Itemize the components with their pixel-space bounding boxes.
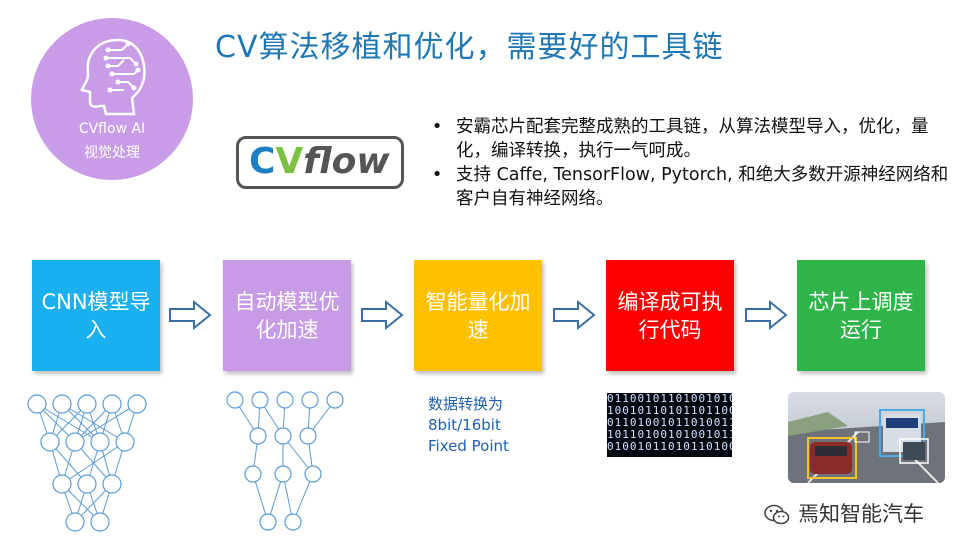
step-auto-optimize: 自动模型优化加速 [223, 260, 351, 371]
cvflow-logo: CVflow [236, 136, 404, 189]
note-line: 数据转换为 [428, 395, 504, 413]
arrow-right-icon [361, 300, 404, 330]
bullet-item: • 支持 Caffe, TensorFlow, Pytorch, 和绝大多数开源… [430, 163, 950, 211]
binary-line: 10010110101101100 [607, 404, 732, 417]
arrow-right-icon [745, 300, 788, 330]
wechat-icon [764, 504, 790, 525]
binary-line: 10110100101001011 [607, 428, 732, 441]
watermark: 焉知智能汽车 [764, 498, 924, 528]
binary-line: 01001011010110100 [607, 440, 732, 453]
bullet-text: 支持 Caffe, TensorFlow, Pytorch, 和绝大多数开源神经… [456, 165, 949, 209]
full-neural-network-diagram [27, 394, 147, 532]
bullet-dot: • [432, 117, 443, 137]
quantization-note: 数据转换为 8bit/16bit Fixed Point [428, 394, 509, 457]
pruned-neural-network-diagram [226, 391, 344, 531]
step-quantization: 智能量化加速 [414, 260, 542, 371]
brain-head-icon [80, 38, 146, 116]
step-run-on-chip: 芯片上调度运行 [797, 260, 925, 371]
step-cnn-import: CNN模型导入 [32, 260, 160, 371]
binary-code-image: 01100101101001010 10010110101101100 0110… [607, 393, 732, 457]
logo-letter-v: V [275, 141, 304, 182]
arrow-right-icon [553, 300, 596, 330]
bullet-item: • 安霸芯片配套完整成熟的工具链，从算法模型导入，优化，量化，编译转换，执行一气… [430, 115, 950, 163]
note-line: 8bit/16bit [428, 416, 501, 434]
step-label: 自动模型优化加速 [234, 289, 340, 342]
bullet-dot: • [432, 165, 443, 185]
bullet-text: 安霸芯片配套完整成熟的工具链，从算法模型导入，优化，量化，编译转换，执行一气呵成… [456, 117, 929, 161]
road-detection-photo [788, 392, 945, 483]
watermark-text: 焉知智能汽车 [798, 502, 924, 526]
step-label: 编译成可执行代码 [617, 289, 723, 342]
badge-title: CVflow AI [78, 121, 146, 137]
badge-subtitle: 视觉处理 [84, 145, 140, 161]
binary-line: 01101001011010011 [607, 416, 732, 429]
arrow-right-icon [169, 300, 212, 330]
step-label: 智能量化加速 [425, 289, 531, 342]
step-compile: 编译成可执行代码 [606, 260, 734, 371]
binary-line: 01100101101001010 [607, 393, 732, 405]
step-label: 芯片上调度运行 [808, 289, 914, 342]
logo-flow-text: flow [303, 141, 390, 182]
page-title: CV算法移植和优化，需要好的工具链 [215, 30, 724, 65]
note-line: Fixed Point [428, 437, 509, 455]
step-label: CNN模型导入 [41, 289, 151, 342]
bullet-list: • 安霸芯片配套完整成熟的工具链，从算法模型导入，优化，量化，编译转换，执行一气… [430, 115, 950, 211]
cvflow-ai-badge: CVflow AI 视觉处理 [31, 18, 193, 180]
logo-letter-c: C [249, 141, 276, 182]
